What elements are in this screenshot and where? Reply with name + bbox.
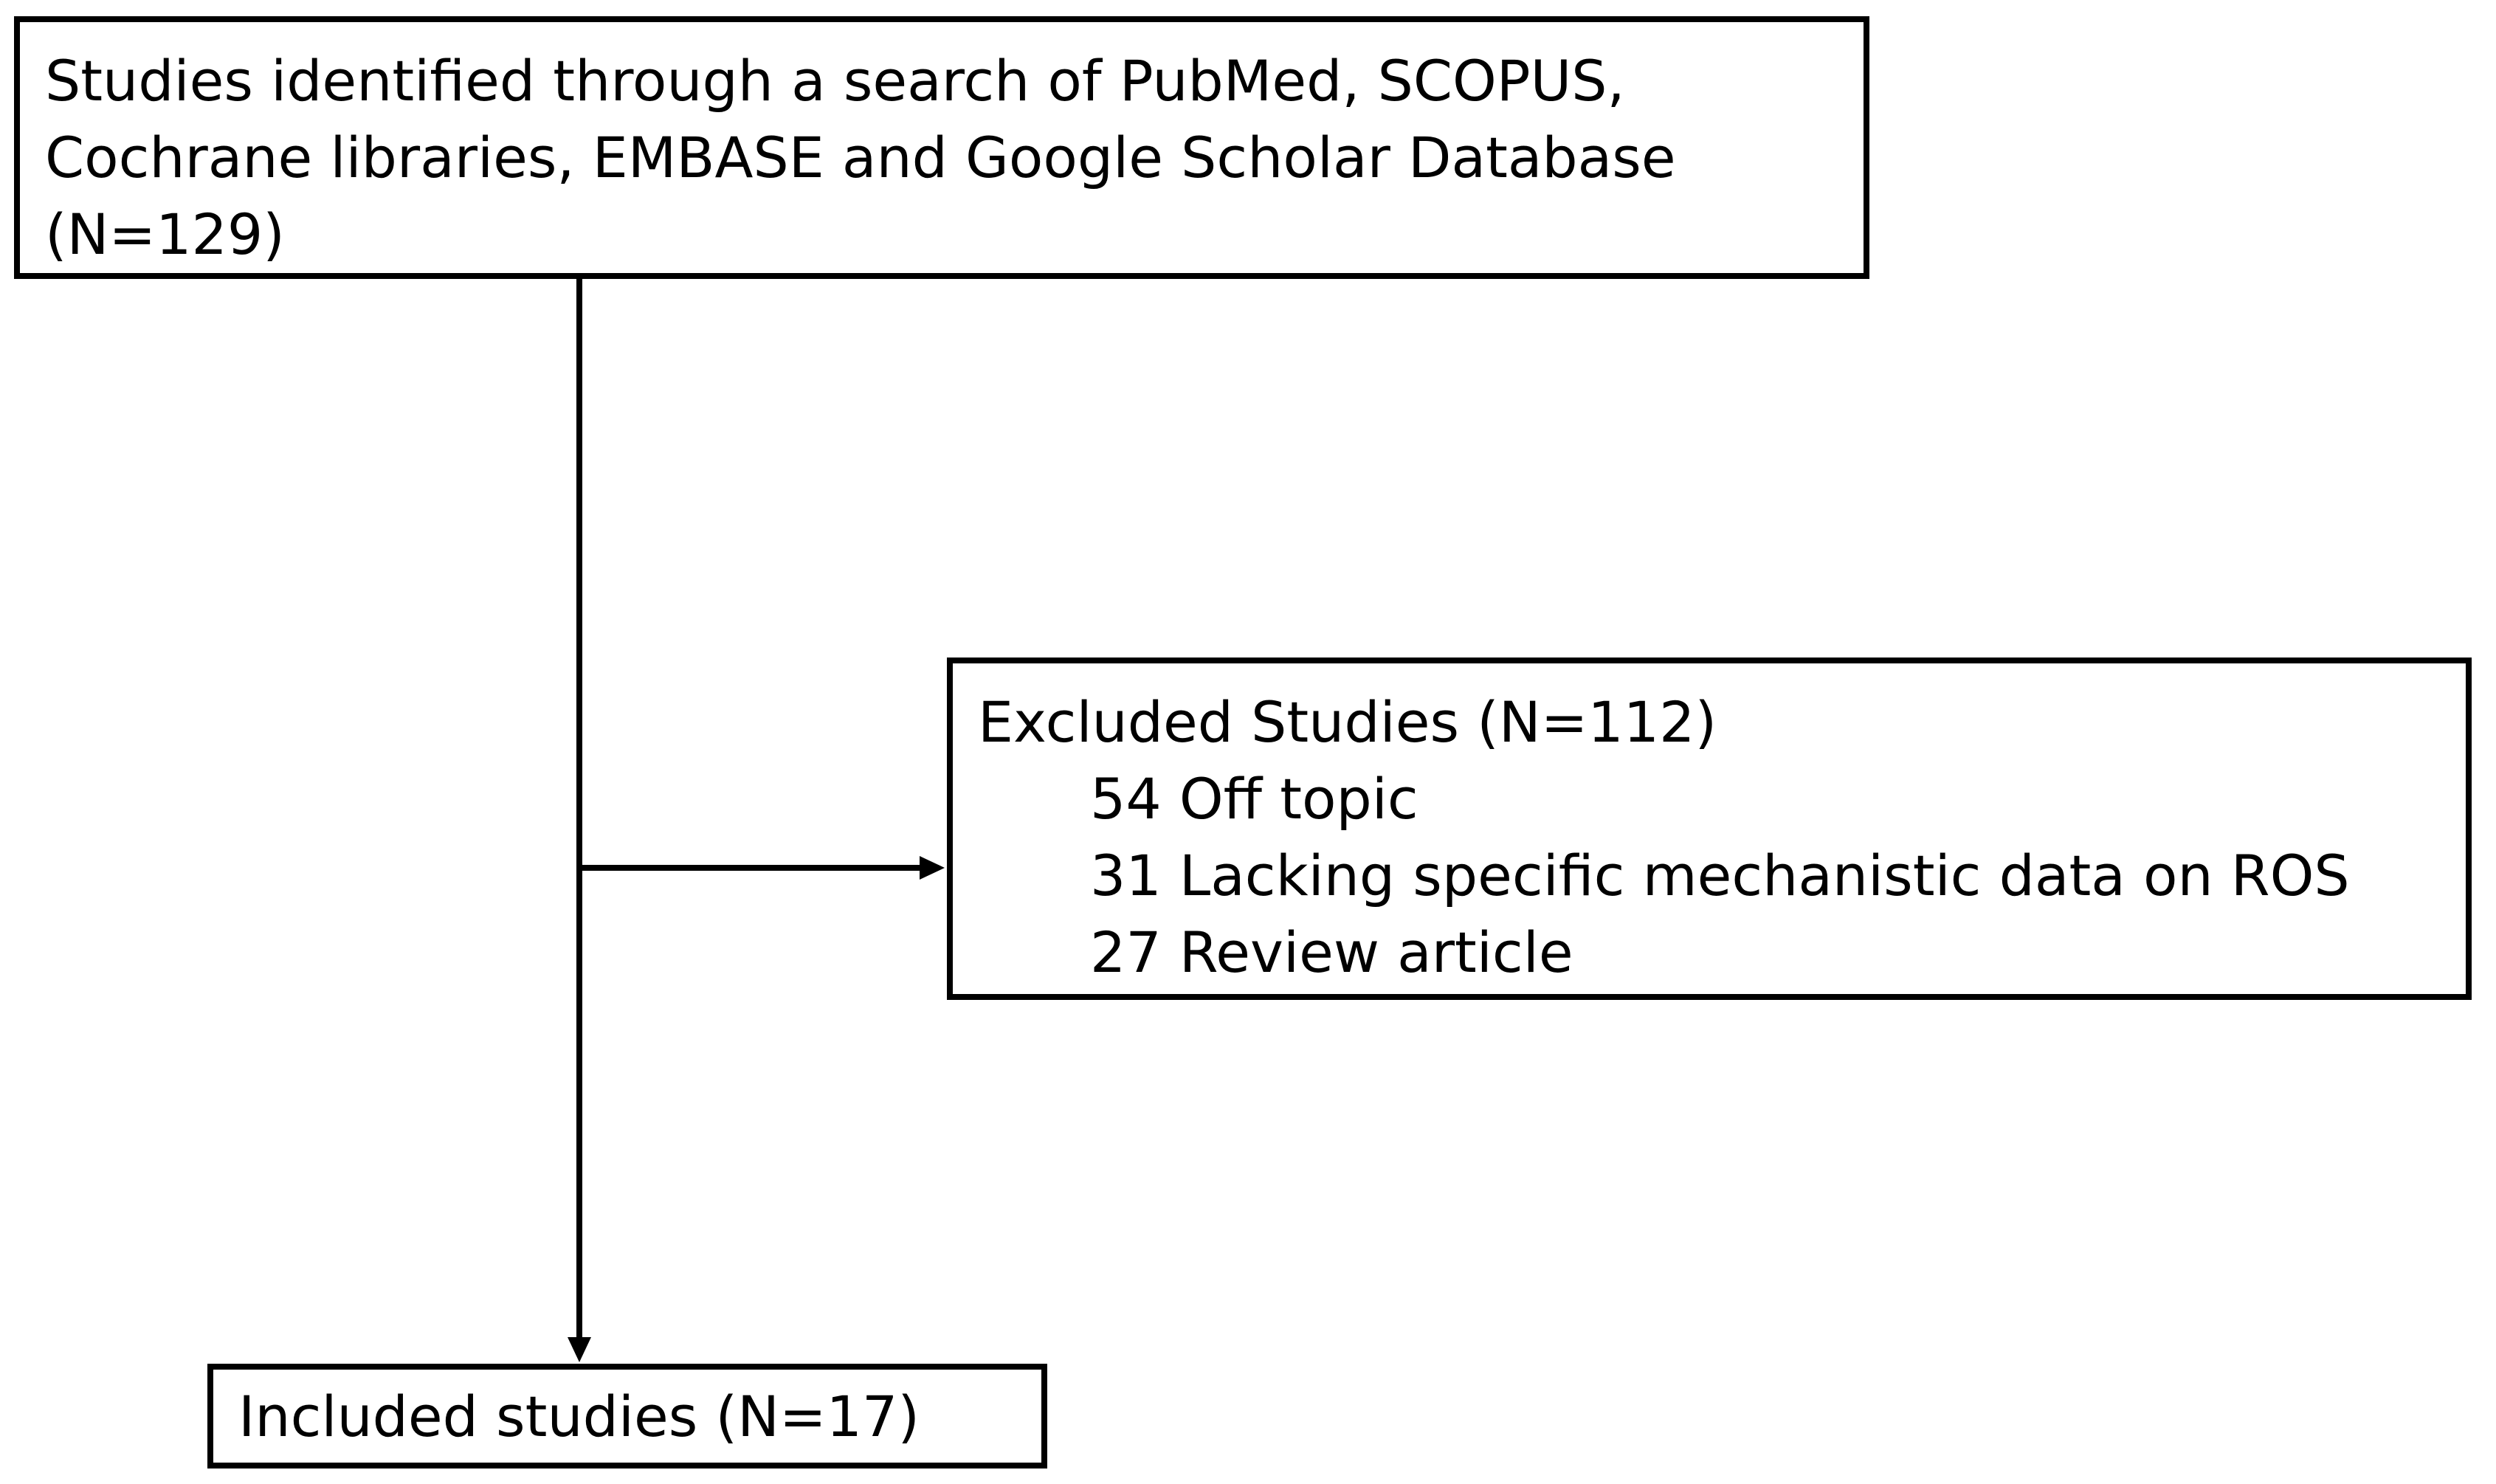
exclusion-arrowhead bbox=[920, 856, 945, 880]
identified-line-3: (N=129) bbox=[45, 201, 285, 267]
excluded-reason-lacking-data: 31 Lacking specific mechanistic data on … bbox=[1090, 843, 2350, 908]
identified-line-1: Studies identified through a search of P… bbox=[45, 48, 1625, 114]
included-arrowhead bbox=[568, 1337, 591, 1362]
excluded-studies-box: Excluded Studies (N=112) 54 Off topic 31… bbox=[947, 658, 2472, 1000]
excluded-reason-off-topic: 54 Off topic bbox=[1090, 766, 1418, 832]
included-studies-box: Included studies (N=17) bbox=[207, 1364, 1047, 1469]
included-label: Included studies (N=17) bbox=[238, 1384, 920, 1449]
excluded-reason-review-article: 27 Review article bbox=[1090, 919, 1573, 985]
identified-line-2: Cochrane libraries, EMBASE and Google Sc… bbox=[45, 125, 1676, 190]
excluded-title: Excluded Studies (N=112) bbox=[978, 689, 1717, 755]
identified-studies-box: Studies identified through a search of P… bbox=[14, 16, 1869, 279]
